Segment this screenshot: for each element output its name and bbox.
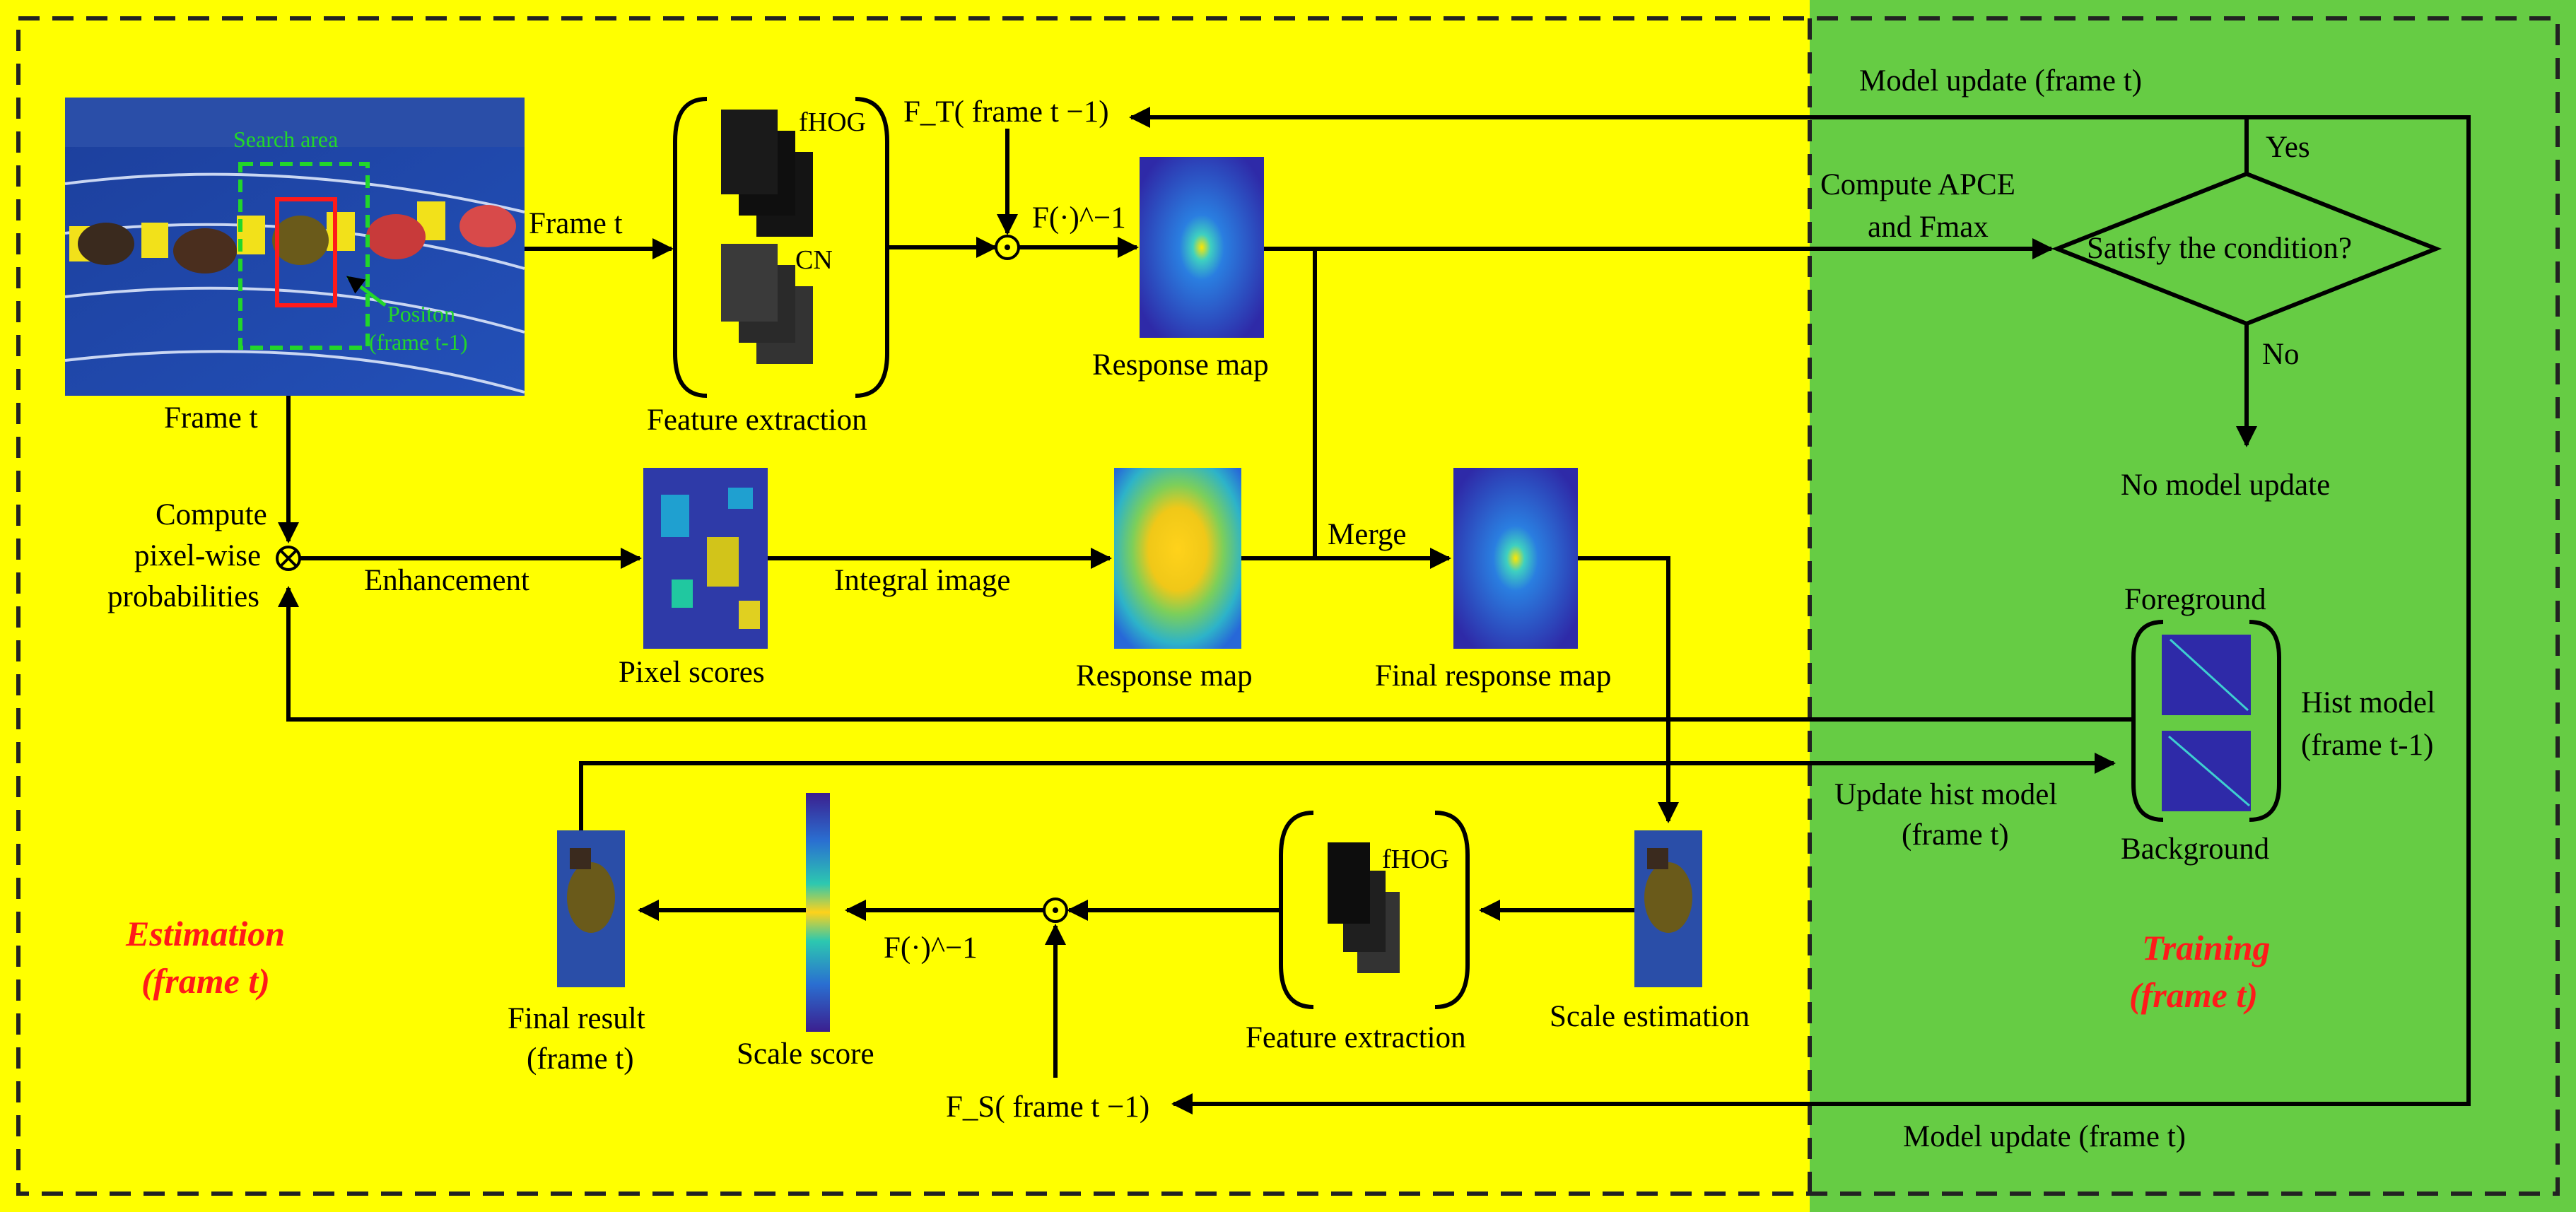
background-label: Background: [2121, 832, 2269, 866]
response-map-top-label: Response map: [1092, 348, 1269, 382]
decision-diamond: [2051, 171, 2442, 326]
pixel-scores-map: [643, 468, 768, 649]
f-inverse-top-label: F(·)^−1: [1032, 201, 1126, 235]
compute-apce-label-2: and Fmax: [1868, 211, 1989, 244]
response-map-mid-label: Response map: [1076, 659, 1253, 693]
scale-estimation-label: Scale estimation: [1550, 1000, 1750, 1033]
hist-model-label-2: (frame t-1): [2301, 729, 2433, 762]
final-response-map-label: Final response map: [1375, 659, 1611, 693]
final-result-label-1: Final result: [508, 1002, 645, 1035]
feature-bracket-left-top: [673, 97, 708, 398]
scale-score-label: Scale score: [737, 1037, 874, 1071]
f-inverse-bottom-label: F(·)^−1: [884, 931, 978, 965]
estimation-subtitle: (frame t): [141, 961, 270, 1001]
fhog-bottom-stack: [1328, 842, 1400, 973]
training-subtitle: (frame t): [2129, 975, 2258, 1015]
frame-t-below-label: Frame t: [164, 401, 258, 435]
feature-extraction-top-label: Feature extraction: [647, 404, 867, 437]
foreground-label: Foreground: [2124, 583, 2266, 616]
no-label: No: [2262, 338, 2300, 371]
fhog-bottom-label: fHOG: [1382, 845, 1449, 874]
fhog-top-label: fHOG: [799, 107, 866, 137]
compute-pixel-label-3: probabilities: [107, 580, 259, 613]
fhog-feature-stack: [721, 110, 813, 237]
scale-score-bar: [806, 793, 830, 1032]
yes-label: Yes: [2266, 131, 2310, 164]
position-label-1: Positon: [387, 301, 455, 326]
response-map-top: [1140, 157, 1264, 338]
hist-bracket-right: [2249, 620, 2281, 822]
ft-prev-label: F_T( frame t −1): [903, 95, 1109, 129]
final-result-image: [557, 830, 625, 987]
compute-pixel-label-1: Compute: [156, 498, 267, 531]
search-area-label: Search area: [233, 127, 338, 152]
enhancement-label: Enhancement: [364, 564, 529, 597]
satisfy-condition-label: Satisfy the condition?: [2087, 232, 2352, 265]
cn-feature-stack: [721, 244, 813, 364]
fs-prev-label: F_S( frame t −1): [946, 1090, 1149, 1124]
position-label-2: (frame t-1): [369, 329, 467, 355]
cn-label: CN: [795, 245, 833, 275]
response-map-mid: [1114, 468, 1241, 649]
feature-bracket-right-bottom: [1434, 811, 1470, 1009]
integral-image-label: Integral image: [834, 564, 1011, 597]
hist-bracket-left: [2131, 620, 2164, 822]
final-response-map: [1453, 468, 1578, 649]
frame-t-right-label: Frame t: [529, 207, 623, 240]
training-region: [1810, 0, 2576, 1212]
outer-dashed-border: [16, 16, 2560, 1196]
foreground-hist: [2162, 635, 2251, 715]
update-hist-label-1: Update hist model: [1834, 778, 2057, 811]
update-hist-label-2: (frame t): [1902, 818, 2009, 852]
final-result-label-2: (frame t): [527, 1042, 634, 1076]
no-model-update-label: No model update: [2121, 469, 2330, 502]
model-update-top-label: Model update (frame t): [1859, 64, 2142, 98]
merge-label: Merge: [1328, 518, 1406, 551]
compute-apce-label-1: Compute APCE: [1820, 168, 2015, 201]
hist-model-label-1: Hist model: [2301, 686, 2435, 719]
compute-pixel-label-2: pixel-wise: [134, 539, 261, 572]
estimation-title: Estimation: [125, 914, 285, 953]
background-hist: [2162, 731, 2251, 811]
feature-bracket-right-top: [855, 97, 889, 398]
scale-estimation-image: [1634, 830, 1702, 987]
pixel-scores-label: Pixel scores: [619, 656, 765, 689]
model-update-bottom-label: Model update (frame t): [1903, 1120, 2186, 1153]
feature-extraction-bottom-label: Feature extraction: [1246, 1021, 1466, 1054]
training-title: Training: [2142, 928, 2271, 967]
position-box: [275, 197, 337, 307]
search-area-box: [238, 162, 370, 350]
